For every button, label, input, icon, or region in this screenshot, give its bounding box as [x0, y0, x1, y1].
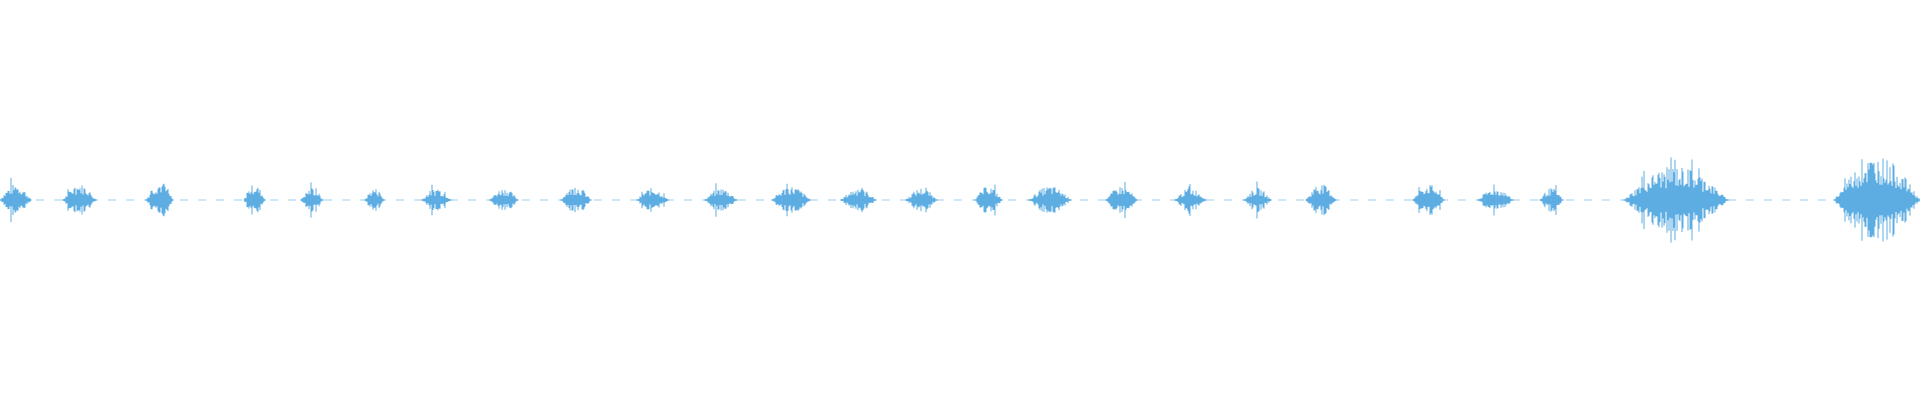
- waveform-segment: [974, 184, 1003, 216]
- waveform-segment: [421, 184, 452, 216]
- waveform-segment: [1105, 181, 1138, 219]
- waveform-segment: [1623, 157, 1729, 243]
- waveform-segment: [489, 190, 519, 210]
- waveform-peaks: [0, 157, 1920, 243]
- waveform-segment: [0, 177, 32, 223]
- waveform-segment: [1174, 184, 1207, 216]
- waveform-segment: [1028, 187, 1072, 213]
- waveform-segment: [905, 187, 938, 213]
- waveform-segment: [145, 183, 174, 217]
- waveform-segment: [840, 187, 877, 213]
- waveform-segment: [771, 183, 811, 217]
- waveform-segment: [1243, 181, 1272, 219]
- waveform-segment: [62, 185, 97, 215]
- waveform-segment: [1305, 184, 1337, 216]
- waveform-segment: [1412, 185, 1445, 215]
- waveform-segment: [636, 188, 669, 212]
- waveform-segment: [560, 187, 592, 213]
- waveform-segment: [704, 183, 738, 217]
- waveform-segment: [1477, 184, 1514, 216]
- waveform-segment: [300, 182, 324, 218]
- waveform-segment: [1833, 158, 1920, 242]
- waveform-segment: [364, 189, 385, 211]
- waveform-segment: [243, 185, 266, 215]
- waveform-segment: [1539, 185, 1564, 215]
